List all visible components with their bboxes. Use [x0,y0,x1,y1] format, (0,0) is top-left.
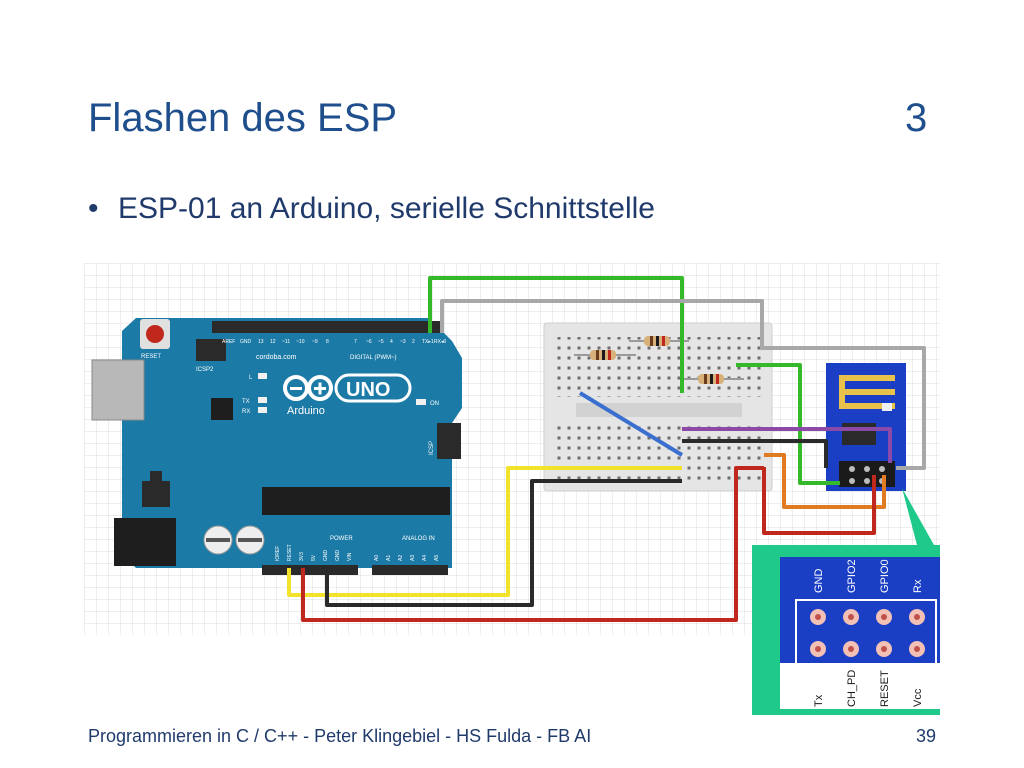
wire-yellow [287,466,682,597]
pin-header-frame [795,599,937,665]
pin-11: ~11 [282,339,290,345]
wiring-diagram: RESET ICSP2 AREF GND 13 12 ~11 ~10 ~9 8 … [84,263,940,715]
pin-rx: RX◂0 [434,339,446,345]
led-rx [258,407,267,413]
bullet-text: ESP-01 an Arduino, serielle Schnittstell… [118,192,655,225]
wire-black-gnd [682,439,828,468]
power-label: POWER [330,536,353,542]
pin-12: 12 [270,339,276,345]
pin-13: 13 [258,339,264,345]
pin-aref: AREF [222,339,235,345]
pin-label-vcc: Vcc [912,688,924,707]
wire-gray-rx [440,299,926,470]
pin-label-gpio2: GPIO2 [846,559,858,593]
pin-label-reset: RESET [879,670,891,707]
digital-label: DIGITAL (PWM~) [350,355,397,361]
pin-2: 2 [412,339,415,345]
power-pin-label: 3V3 [299,552,305,561]
capacitor-2 [235,525,265,555]
icsp-label: ICSP [429,441,435,455]
resistor-1 [574,350,636,360]
analog-in-label: ANALOG IN [402,536,435,542]
slide-title: Flashen des ESP [88,96,398,140]
reset-button[interactable] [140,319,170,349]
icsp2-header [196,339,226,361]
pin-6: ~6 [366,339,372,345]
power-pin-label: IOREF [275,546,281,561]
pin-tx: TX▸1 [422,339,434,345]
bullet-item: • ESP-01 an Arduino, serielle Schnittstel… [88,192,655,226]
wire-red-3v3 [762,467,876,535]
digital-header [212,321,444,333]
pin-4: 4 [390,339,393,345]
resistor-3 [682,374,744,384]
wire-green-gpio [736,363,840,485]
breadboard [543,322,773,492]
page-number: 39 [916,726,937,746]
analog-pin-label: A0 [374,555,380,561]
power-pin-label: VIN [347,552,353,561]
analog-pin-label: A1 [386,555,392,561]
led-on [416,399,426,405]
led-l [258,373,267,379]
chip-small [211,398,233,420]
pin-9: ~9 [312,339,318,345]
microcontroller-chip [262,487,450,515]
wire-black [325,479,682,607]
pin-10: ~10 [296,339,305,345]
pin-gnd: GND [240,339,252,345]
pin-label-ch-pd: CH_PD [846,670,858,707]
voltage-regulator [142,481,170,507]
arduino-logo-icon [283,375,333,401]
icsp-header [437,423,461,459]
pin-label-rx: Rx [912,579,924,593]
pin-label-tx: Tx [813,694,825,707]
pin-pads [810,609,925,657]
capacitor-1 [203,525,233,555]
analog-pin-label: A5 [434,555,440,561]
analog-pin-label: A4 [422,555,428,561]
power-pin-label: GND [335,550,341,562]
wire-red [301,466,764,622]
footer-text: Programmieren in C / C++ - Peter Klingeb… [88,726,592,746]
pin-7: 7 [354,339,357,345]
pin-3: ~3 [400,339,406,345]
wire-purple [682,427,892,463]
slide-title-number: 3 [905,96,928,140]
led-rx-label: RX [242,409,250,415]
wire-blue [578,391,684,457]
icsp2-label: ICSP2 [196,367,214,373]
power-pin-label: 5V [311,554,317,561]
power-pin-label: GND [323,550,329,562]
pin-label-gnd: GND [813,569,825,594]
pin-8: 8 [326,339,329,345]
uno-label: UNO [346,379,390,401]
uno-badge [334,373,412,403]
bullet-marker: • [88,192,99,225]
website-label: cordoba.com [256,354,297,361]
pin-label-gpio0: GPIO0 [879,559,891,593]
arduino-board: RESET ICSP2 AREF GND 13 12 ~11 ~10 ~9 8 … [91,318,462,575]
reset-label: RESET [141,354,161,360]
analog-pin-label: A2 [398,555,404,561]
led-l-label: L [249,375,253,381]
wires [287,276,926,622]
usb-port [91,359,145,421]
led-tx-label: TX [242,399,250,405]
analog-header [372,565,448,575]
power-pin-label: RESET [287,544,293,561]
pinout-callout: GND GPIO2 GPIO0 Rx Tx CH_PD RESET Vcc [752,488,940,715]
pin-5: ~5 [378,339,384,345]
wire-green-tx [428,276,684,393]
analog-pin-label: A3 [410,555,416,561]
led-tx [258,397,267,403]
brand-label: Arduino [287,405,325,417]
on-label: ON [430,401,439,407]
resistor-2 [629,336,689,346]
power-header [262,565,358,575]
power-jack [114,518,176,566]
wire-orange [764,453,886,509]
